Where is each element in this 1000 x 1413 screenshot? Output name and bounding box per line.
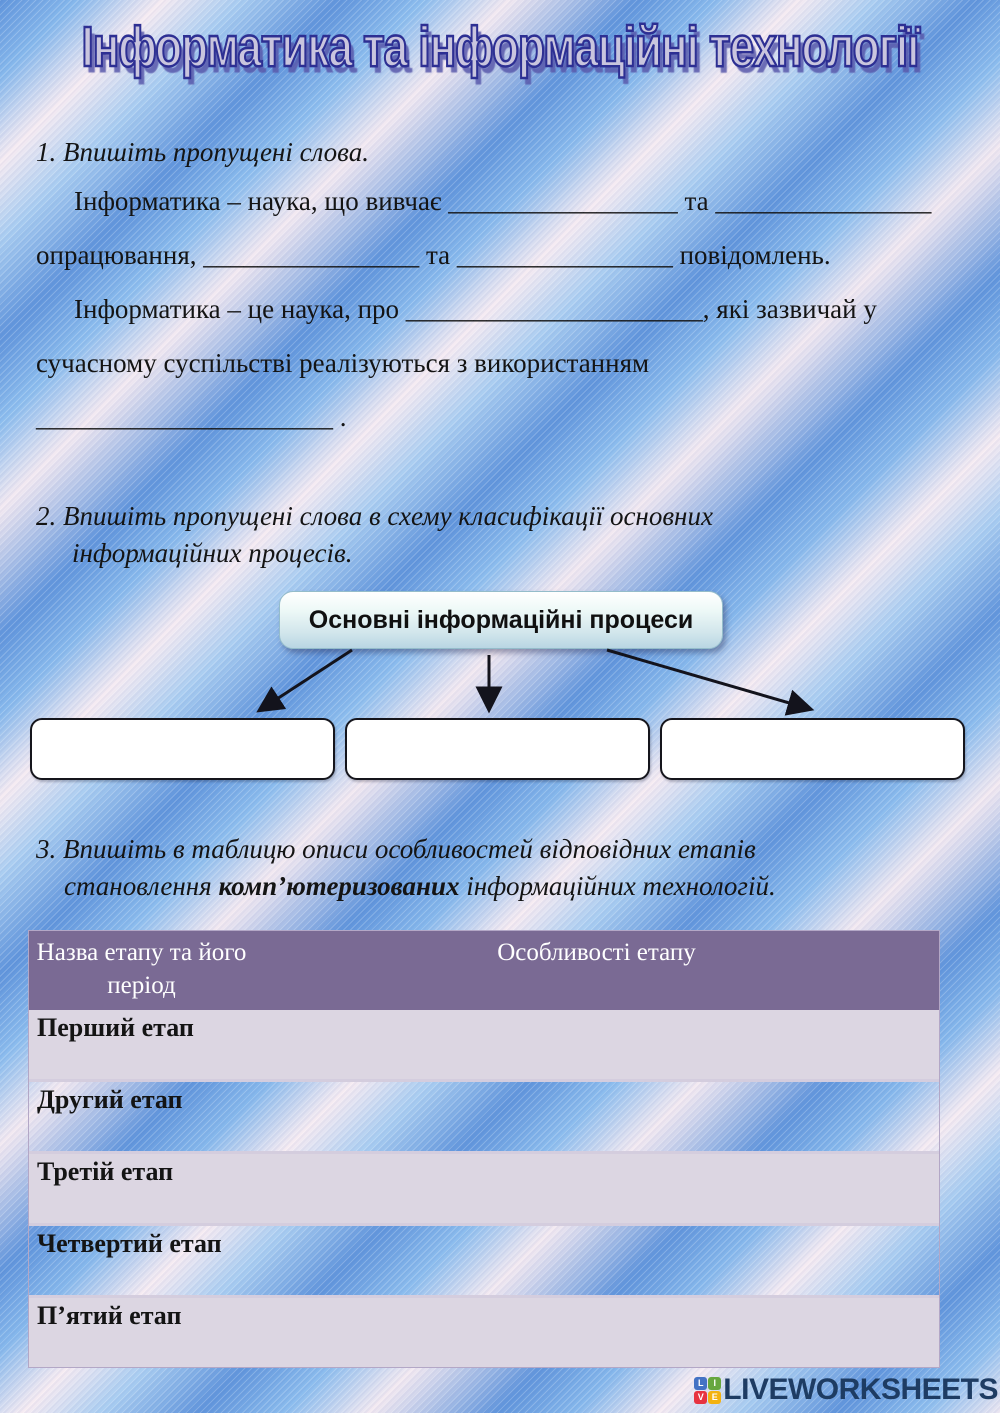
diagram-answer-box-2[interactable] [345, 718, 650, 781]
table-header-row: Назва етапу та його період Особливості е… [29, 931, 939, 1011]
diagram-root-box: Основні інформаційні процеси [279, 591, 723, 650]
page-title: Інформатика та інформаційні технології [80, 15, 920, 80]
logo-letter-v: V [694, 1390, 708, 1404]
task3-heading-line2: становлення комп’ютеризованих інформацій… [64, 868, 960, 904]
table-row-stage-2[interactable]: Другий етап [29, 1079, 939, 1151]
stage-3-name: Третій етап [37, 1157, 174, 1187]
fill-in-line-2: опрацювання, ________________ та _______… [36, 240, 831, 271]
arrow-left [256, 649, 353, 713]
logo-letter-i: I [708, 1376, 722, 1390]
task3-section: 3. Впишіть в таблицю описи особливостей … [0, 831, 1000, 1369]
task3-heading-prefix: становлення [64, 870, 219, 901]
liveworksheets-logo-icon: L I V E [694, 1376, 722, 1404]
column-header-stage-name: Назва етапу та його період [36, 939, 247, 999]
classification-diagram: Основні інформаційні процеси [0, 591, 1000, 785]
stage-1-name: Перший етап [37, 1013, 194, 1043]
task2-heading-line1: 2. Впишіть пропущені слова в схему класи… [36, 501, 713, 532]
task3-heading-bold-word: комп’ютеризованих [218, 870, 460, 901]
fill-in-line-3: Інформатика – це наука, про ____________… [74, 294, 877, 325]
diagram-root-label: Основні інформаційні процеси [308, 605, 694, 634]
task3-heading-line1: 3. Впишіть в таблицю описи особливостей … [36, 834, 756, 865]
stage-5-name: П’ятий етап [37, 1301, 182, 1331]
stage-2-name: Другий етап [37, 1085, 183, 1115]
column-header-features: Особливості етапу [497, 939, 696, 967]
diagram-answer-row [30, 718, 965, 781]
table-row-stage-4[interactable]: Четвертий етап [29, 1223, 939, 1295]
fill-in-line-4: сучасному суспільстві реалізуються з вик… [36, 348, 650, 379]
stages-table: Назва етапу та його період Особливості е… [28, 930, 940, 1369]
table-row-stage-1[interactable]: Перший етап [29, 1010, 939, 1080]
page-header: Інформатика та інформаційні технології [0, 0, 1000, 90]
task2-section: 2. Впишіть пропущені слова в схему класи… [0, 498, 1000, 785]
table-row-stage-3[interactable]: Третій етап [29, 1151, 939, 1224]
task2-heading-line2: інформаційних процесів. [72, 537, 353, 568]
diagram-arrows [256, 648, 815, 716]
logo-letter-e: E [708, 1390, 722, 1404]
table-row-stage-5[interactable]: П’ятий етап [29, 1295, 939, 1368]
liveworksheets-watermark[interactable]: L I V E LIVEWORKSHEETS [694, 1373, 998, 1407]
stage-4-name: Четвертий етап [37, 1229, 222, 1259]
liveworksheets-brand-text: LIVEWORKSHEETS [723, 1373, 998, 1406]
fill-in-line-1: Інформатика – наука, що вивчає _________… [74, 186, 932, 217]
task1-text: Інформатика – наука, що вивчає _________… [36, 174, 960, 444]
task1-heading: 1. Впишіть пропущені слова. [36, 137, 369, 167]
logo-letter-l: L [694, 1376, 708, 1390]
diagram-answer-box-3[interactable] [660, 718, 965, 781]
diagram-answer-box-1[interactable] [30, 718, 335, 781]
task1-section: 1. Впишіть пропущені слова. Інформатика … [0, 134, 1000, 444]
task3-heading-suffix: інформаційних технологій. [459, 870, 776, 901]
arrow-right [606, 648, 815, 716]
fill-in-line-5: ______________________ . [36, 402, 347, 433]
